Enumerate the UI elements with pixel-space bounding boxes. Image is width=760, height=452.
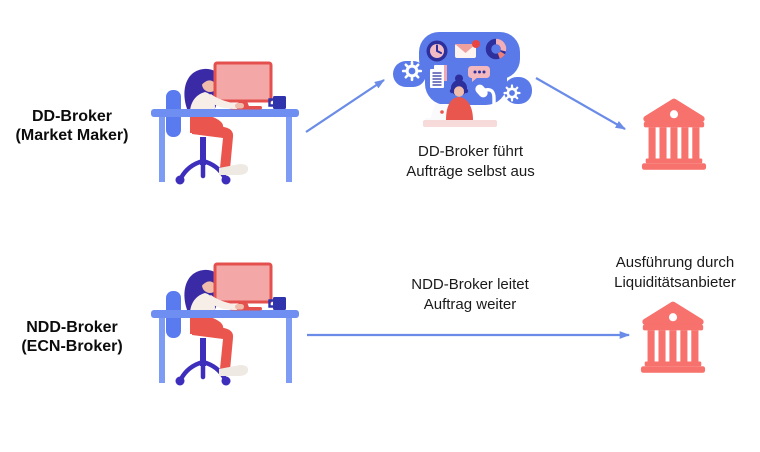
bank-icon [641, 96, 707, 172]
clock-icon [426, 40, 448, 62]
arrow-ndd-to-liquidity-icon [307, 331, 631, 339]
arrow-dd-to-processing-icon [305, 79, 385, 133]
ndd-caption: NDD-Broker leitet Auftrag weiter [385, 275, 555, 314]
mini-desk-surface [423, 120, 497, 127]
ndd-caption-line1: NDD-Broker leitet [411, 276, 529, 293]
dd-broker-label-line1: DD-Broker [31, 108, 112, 125]
bank-icon [640, 301, 706, 373]
ndd-broker-label: NDD-Broker (ECN-Broker) [2, 318, 142, 356]
ndd-broker-label-line2: (ECN-Broker) [21, 338, 123, 355]
mail-notification-icon [455, 40, 480, 58]
donut-chart-icon [485, 38, 507, 60]
dd-caption-line2: Aufträge selbst aus [406, 162, 535, 180]
person-at-laptop-icon [446, 74, 473, 120]
liquidity-caption-line1: Ausführung durch [615, 254, 735, 271]
ndd-caption-line2: Auftrag weiter [423, 295, 517, 313]
person-at-desk-illustration [150, 59, 300, 194]
ndd-broker-label-line1: NDD-Broker [26, 319, 118, 336]
dd-broker-label-line2: (Market Maker) [15, 127, 129, 144]
dd-caption-line1: DD-Broker führt [417, 143, 524, 160]
liquidity-caption-line2: Liquiditätsanbieter [614, 273, 736, 291]
chat-bubble-icon [468, 66, 490, 82]
dd-caption: DD-Broker führt Aufträge selbst aus [383, 142, 558, 181]
dd-broker-label: DD-Broker (Market Maker) [2, 107, 142, 145]
workspace-icons-cluster [393, 32, 532, 127]
liquidity-provider-caption: Ausführung durch Liquiditätsanbieter [594, 253, 756, 292]
person-at-desk-illustration [150, 260, 300, 395]
document-icon [430, 65, 447, 88]
arrow-processing-to-bank-icon [535, 77, 626, 130]
